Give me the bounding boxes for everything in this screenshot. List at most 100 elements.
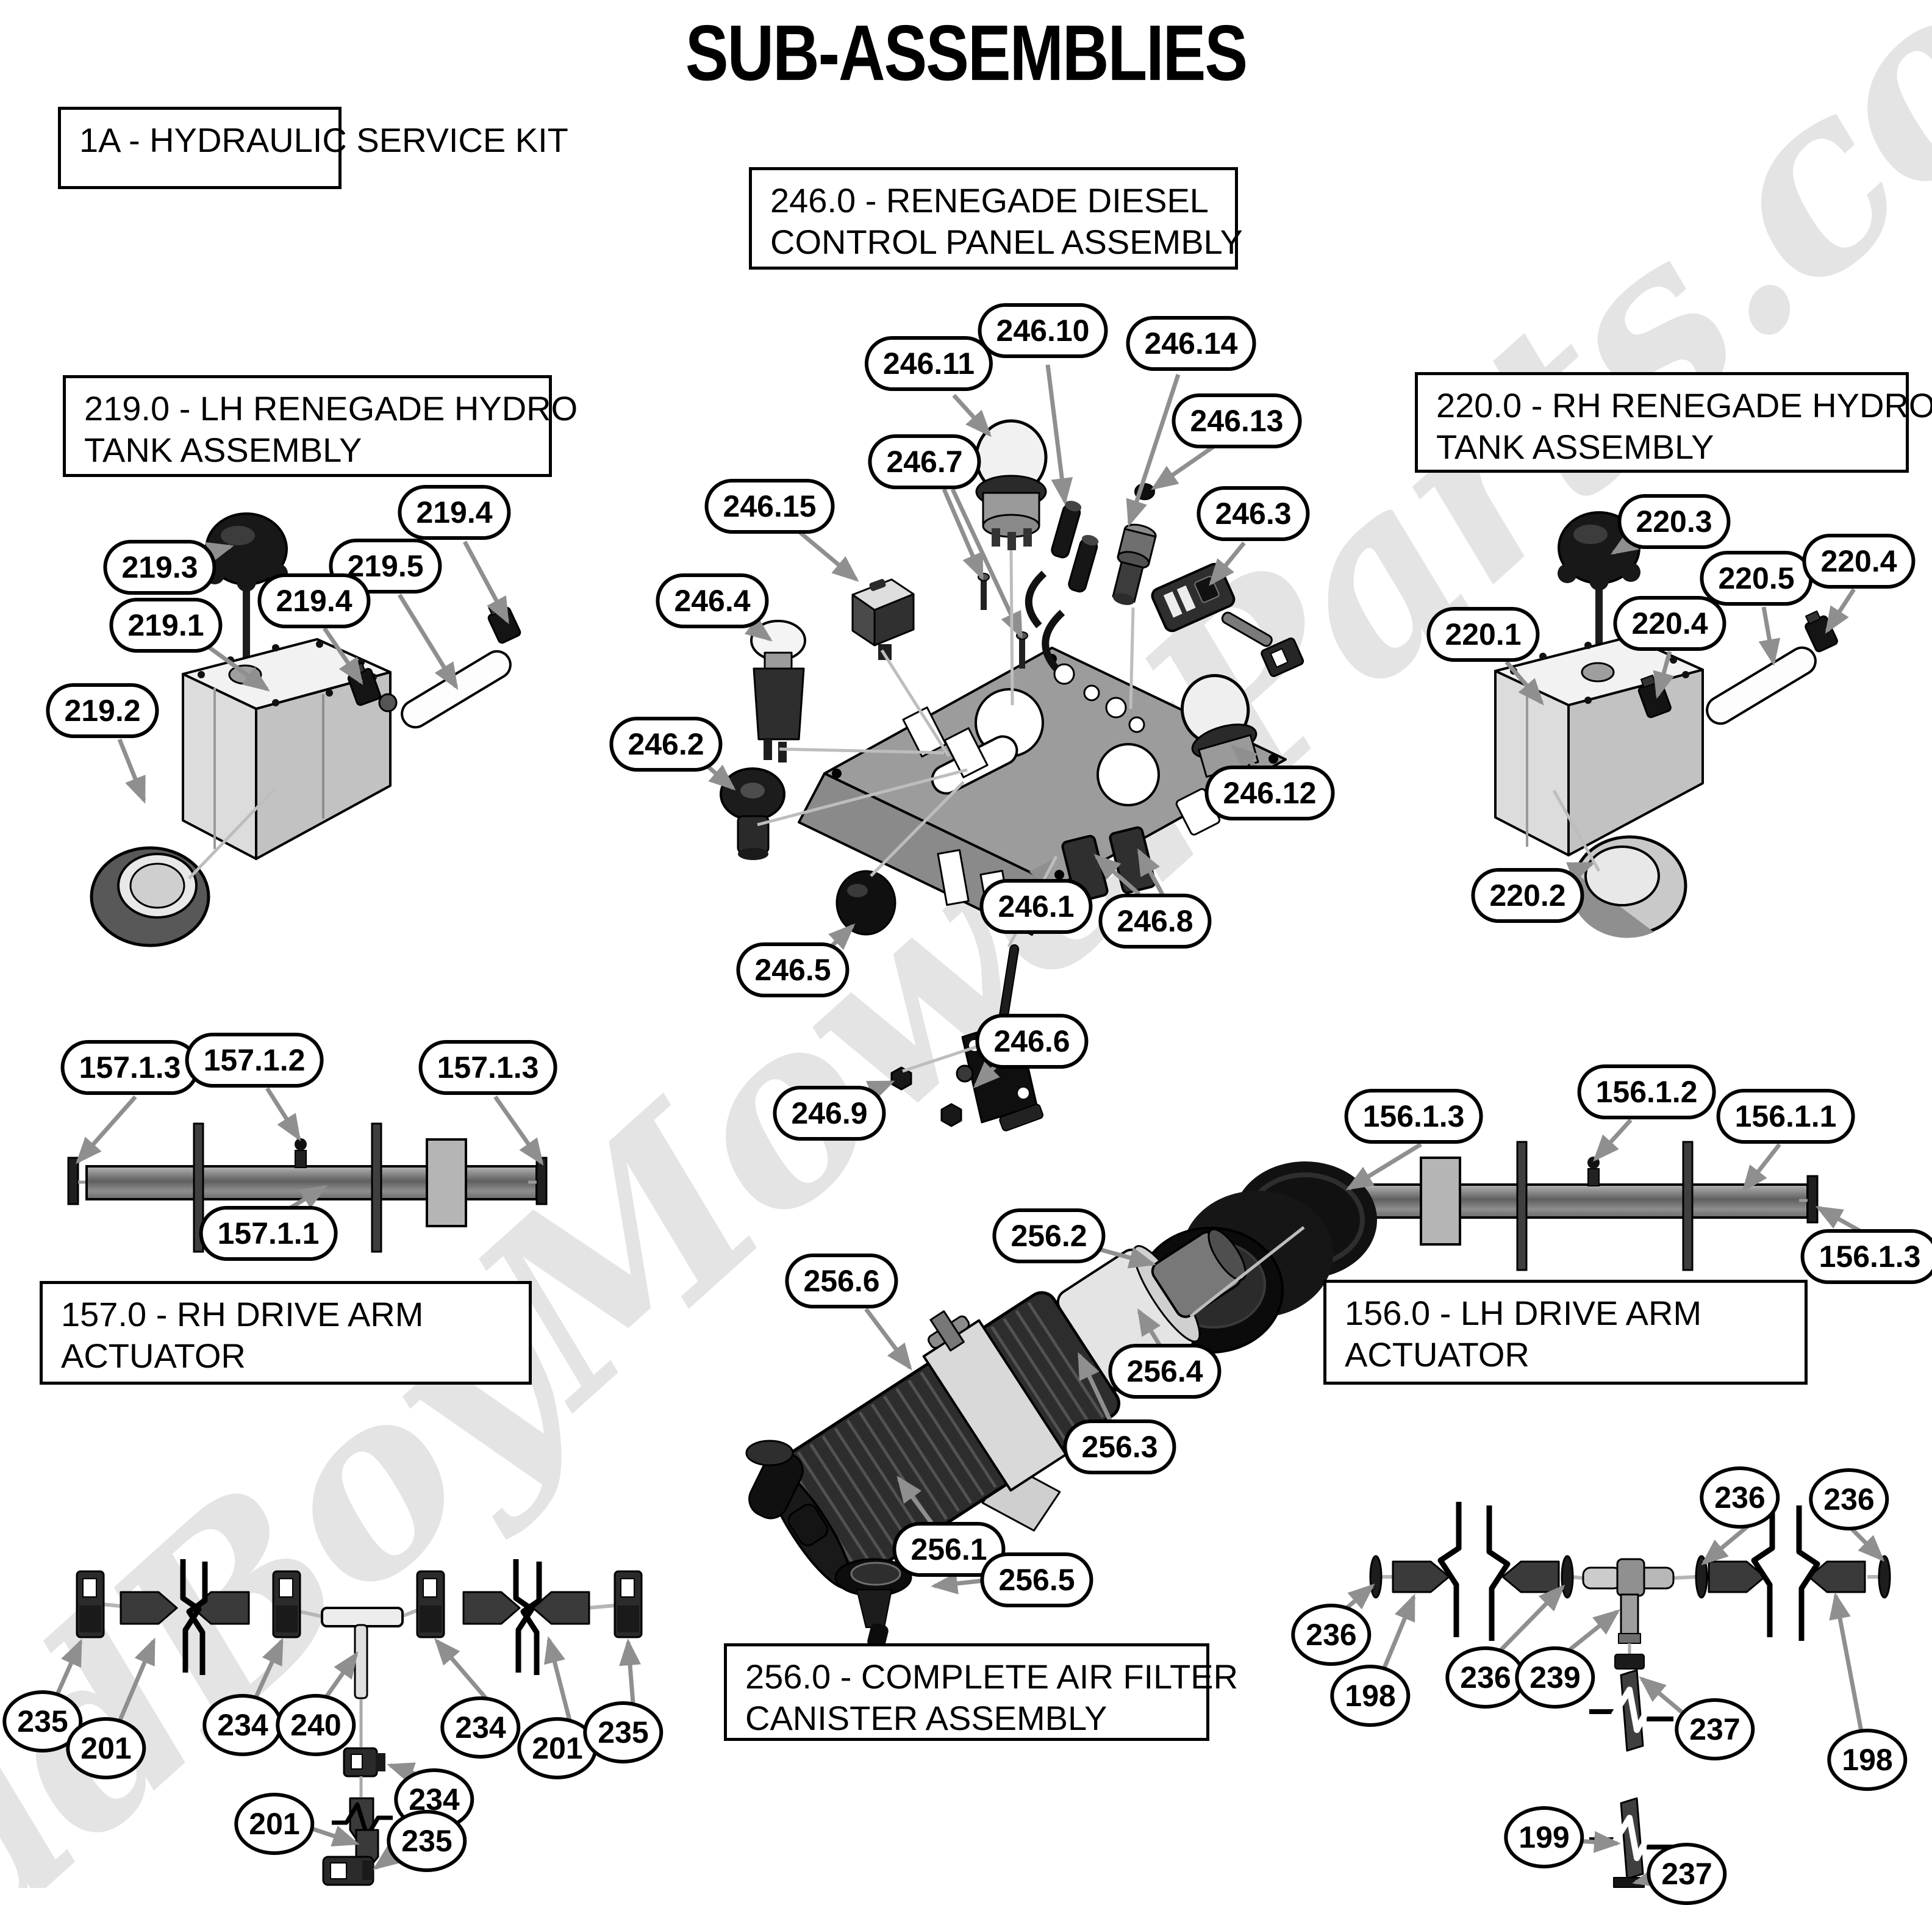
leader-arrow <box>1592 1118 1633 1162</box>
section-label-text: CANISTER ASSEMBLY <box>745 1699 1107 1737</box>
callout-bubble-256.5: 256.5 <box>980 1552 1093 1607</box>
callout-bubble-201: 201 <box>517 1717 598 1779</box>
callout-bubble-219.3: 219.3 <box>103 540 216 595</box>
leader-arrow <box>117 1637 156 1723</box>
leader-arrow <box>1742 1143 1781 1193</box>
leader-arrow <box>1815 1205 1861 1233</box>
hydraulic-service-kit-illustration <box>76 1559 643 1886</box>
callout-bubble-201: 201 <box>234 1793 315 1855</box>
callout-bubble-246.15: 246.15 <box>704 479 835 534</box>
leader-arrow <box>1850 1527 1885 1562</box>
leader-arrow <box>544 1636 572 1721</box>
callout-bubble-246.3: 246.3 <box>1197 486 1310 541</box>
leader-arrow <box>493 1095 544 1166</box>
section-label-text: 256.0 - COMPLETE AIR FILTER <box>745 1657 1239 1696</box>
leader-arrow <box>1382 1593 1416 1669</box>
assembly-line <box>1189 1226 1305 1318</box>
leader-arrow <box>1498 1584 1565 1652</box>
leader-arrow <box>1029 858 1055 886</box>
leader-arrow <box>1343 1584 1375 1611</box>
leader-lines <box>54 364 1885 1888</box>
leader-arrow <box>1209 541 1246 586</box>
section-label-text: 220.0 - RH RENEGADE HYDRO <box>1436 386 1932 425</box>
leader-arrow <box>1045 364 1073 505</box>
leader-arrow <box>199 640 270 692</box>
assembly-line <box>870 781 965 877</box>
leader-arrow <box>117 738 146 804</box>
leader-arrow <box>864 1307 912 1371</box>
leader-arrow <box>1137 1308 1162 1347</box>
callout-bubble-220.4: 220.4 <box>1802 534 1916 589</box>
callout-bubble-219.4: 219.4 <box>398 485 511 540</box>
callout-bubble-256.2: 256.2 <box>992 1208 1106 1263</box>
leader-arrow <box>398 594 459 691</box>
plug-fitting <box>272 1570 301 1638</box>
leader-arrow <box>1701 1524 1750 1565</box>
assembly-line <box>188 787 277 880</box>
callout-bubble-236: 236 <box>1291 1604 1372 1666</box>
section-label-text: TANK ASSEMBLY <box>1436 428 1714 466</box>
callout-bubble-237: 237 <box>1647 1843 1727 1905</box>
leader-arrow <box>1576 1831 1621 1853</box>
callout-bubble-156.1.3: 156.1.3 <box>1344 1089 1483 1144</box>
callout-bubble-237: 237 <box>1675 1698 1755 1760</box>
callout-bubble-220.4: 220.4 <box>1613 596 1726 651</box>
assembly-line <box>880 649 951 758</box>
section-label-text: 219.0 - LH RENEGADE HYDRO <box>84 389 578 428</box>
callout-bubble-220.5: 220.5 <box>1700 551 1813 606</box>
callout-bubble-246.9: 246.9 <box>773 1086 886 1141</box>
callout-bubble-256.4: 256.4 <box>1108 1344 1222 1399</box>
leader-arrow <box>1639 1676 1687 1717</box>
callout-bubble-157.1.3: 157.1.3 <box>418 1040 557 1095</box>
leader-arrow <box>952 393 992 437</box>
callout-bubble-236: 236 <box>1700 1466 1780 1529</box>
assembly-line <box>1129 607 1135 709</box>
section-label-text: TANK ASSEMBLY <box>84 431 362 469</box>
callout-bubble-219.5: 219.5 <box>329 539 442 594</box>
callout-bubble-157.1.2: 157.1.2 <box>185 1033 324 1088</box>
callout-bubble-236: 236 <box>1445 1646 1526 1709</box>
callout-bubble-246.8: 246.8 <box>1098 894 1212 949</box>
callout-bubble-246.10: 246.10 <box>978 303 1108 358</box>
callout-bubble-246.5: 246.5 <box>736 942 850 997</box>
callout-bubble-156.1.3: 156.1.3 <box>1800 1229 1932 1284</box>
assembly-line <box>1009 550 1014 706</box>
callout-bubble-256.3: 256.3 <box>1063 1419 1176 1474</box>
callout-bubble-234: 234 <box>202 1694 283 1756</box>
callout-bubble-246.4: 246.4 <box>656 573 769 628</box>
leader-arrow <box>896 1476 935 1527</box>
section-label-kit-1a: 1A - HYDRAULIC SERVICE KIT <box>58 107 568 189</box>
callout-bubble-246.11: 246.11 <box>864 336 993 391</box>
callout-bubble-156.1.2: 156.1.2 <box>1577 1064 1716 1119</box>
callout-bubble-199: 199 <box>1504 1806 1584 1868</box>
leader-arrow <box>1758 606 1781 666</box>
callout-bubble-246.13: 246.13 <box>1172 393 1302 448</box>
leader-arrow <box>462 540 510 625</box>
leader-arrow <box>1137 848 1165 895</box>
section-label-text: 156.0 - LH DRIVE ARM <box>1345 1294 1702 1332</box>
callout-bubble-246.12: 246.12 <box>1204 766 1335 820</box>
leader-arrow <box>1093 854 1141 896</box>
callout-bubble-235: 235 <box>387 1810 467 1872</box>
callout-bubble-156.1.1: 156.1.1 <box>1716 1089 1855 1144</box>
leader-arrow <box>795 528 859 582</box>
leader-arrow <box>1345 1143 1422 1191</box>
section-label-text: ACTUATOR <box>61 1336 246 1375</box>
hydraulic-fittings-kit-illustration <box>1369 1502 1891 1888</box>
callout-bubble-157.1.3: 157.1.3 <box>60 1040 199 1095</box>
assembly-line <box>779 747 945 755</box>
callout-bubble-219.2: 219.2 <box>46 683 159 738</box>
assembly-line <box>1552 789 1601 872</box>
section-label-text: 157.0 - RH DRIVE ARM <box>61 1295 424 1333</box>
leader-arrow <box>1567 1609 1620 1652</box>
leader-arrow <box>252 1637 284 1701</box>
leader-arrow <box>1126 373 1181 527</box>
assembly-line <box>757 768 968 827</box>
leader-arrow <box>265 1087 301 1142</box>
leader-arrow <box>1829 1592 1864 1732</box>
callout-bubble-239: 239 <box>1515 1646 1595 1709</box>
